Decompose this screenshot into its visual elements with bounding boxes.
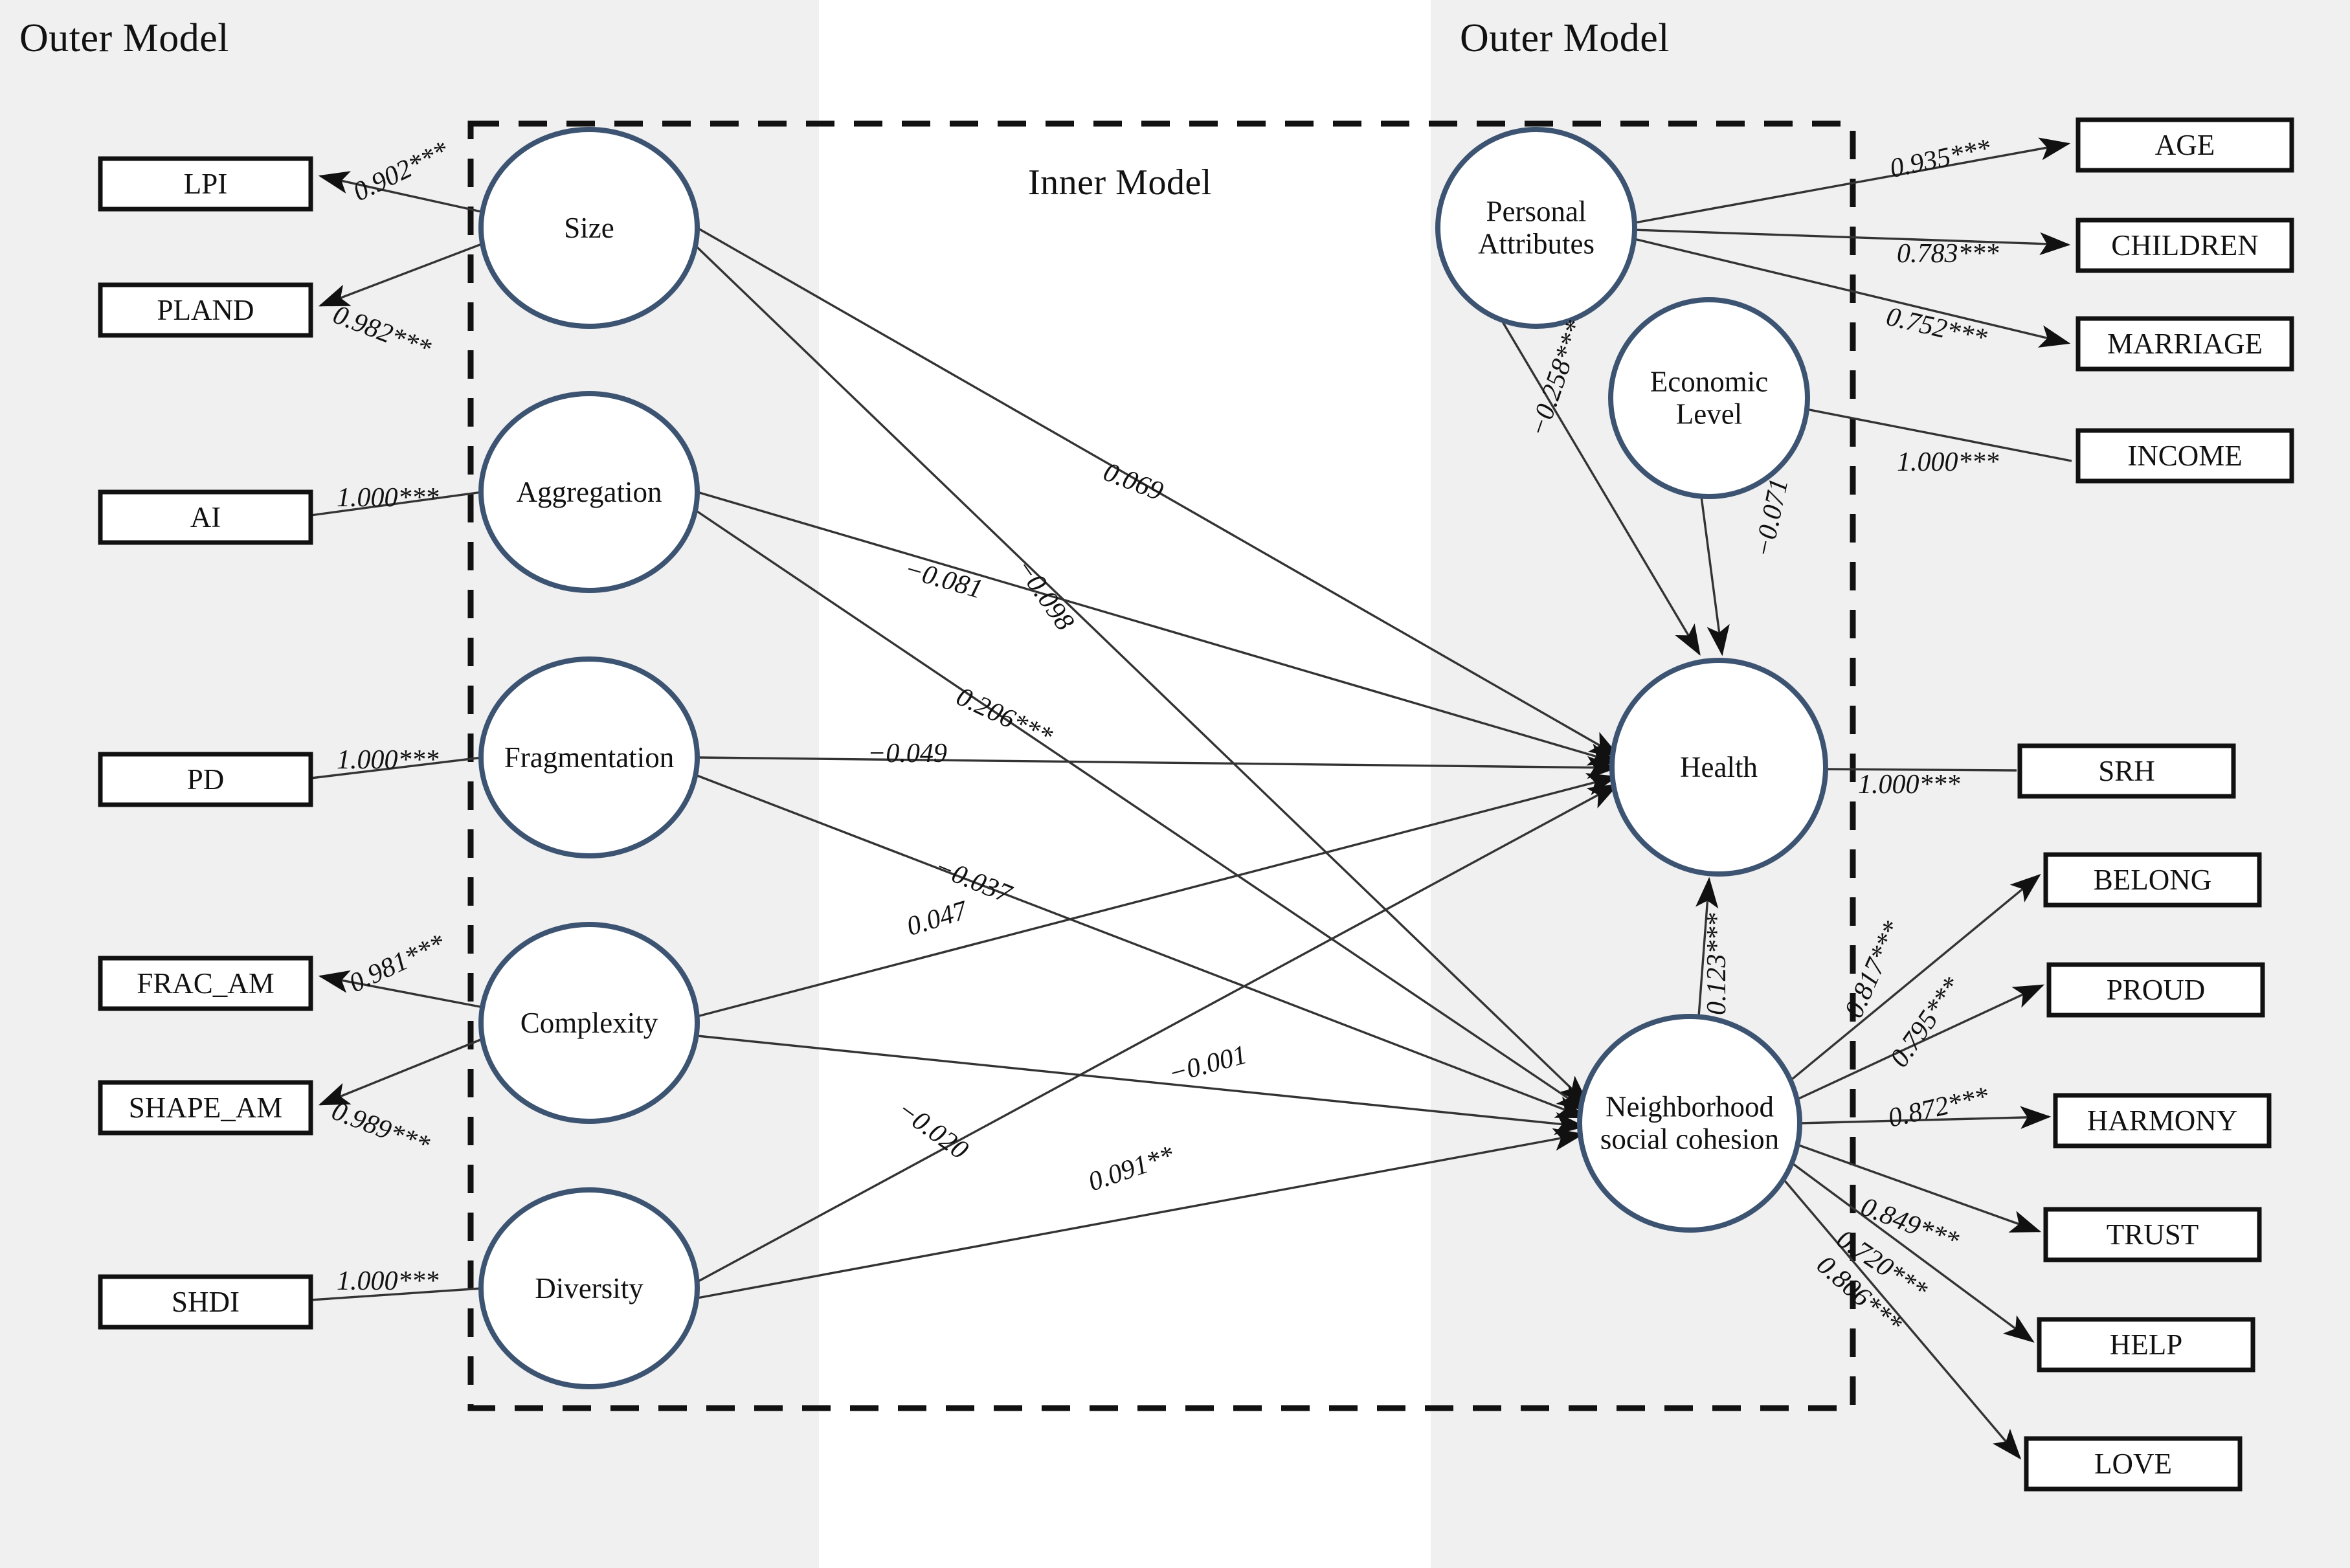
coefficient-c-children: 0.783*** <box>1897 239 1999 269</box>
coefficient-p-049: −0.049 <box>867 739 947 768</box>
inner-path-edges <box>696 227 1730 1299</box>
indicator-rectangles <box>98 117 2294 1492</box>
indicator-box-trust[interactable] <box>2043 1207 2262 1262</box>
latent-node-complexity[interactable] <box>478 922 700 1124</box>
indicator-box-age[interactable] <box>2076 117 2294 173</box>
coefficient-p-123: 0.123*** <box>1702 913 1732 1016</box>
indicator-box-lpi[interactable] <box>98 156 313 212</box>
latent-node-fragmentation[interactable] <box>478 656 700 858</box>
outer-loading-edges-left <box>310 171 491 1301</box>
latent-node-health[interactable] <box>1609 658 1828 877</box>
coefficient-c-shdi: 1.000*** <box>337 1266 439 1296</box>
indicator-box-belong[interactable] <box>2043 852 2262 908</box>
indicator-box-harmony[interactable] <box>2053 1093 2272 1148</box>
coefficient-c-pd: 1.000*** <box>337 745 439 775</box>
latent-node-ellipses <box>478 127 1828 1389</box>
latent-node-diversity[interactable] <box>478 1187 700 1389</box>
indicator-box-ai[interactable] <box>98 489 313 545</box>
latent-node-size[interactable] <box>478 127 700 329</box>
inner-model-boundary <box>467 120 1856 1411</box>
indicator-box-pland[interactable] <box>98 282 313 338</box>
indicator-box-proud[interactable] <box>2046 962 2265 1018</box>
inner-model-title: Inner Model <box>1028 162 1212 203</box>
outer-loading-edges-right <box>1631 137 2072 1460</box>
latent-node-cohesion[interactable] <box>1577 1014 1802 1233</box>
indicator-box-frac_am[interactable] <box>98 956 313 1011</box>
indicator-box-shape_am[interactable] <box>98 1080 313 1136</box>
latent-node-economic[interactable] <box>1608 297 1810 499</box>
latent-node-personal[interactable] <box>1435 127 1637 329</box>
coefficient-c-srh: 1.000*** <box>1858 770 1960 800</box>
outer-model-right-title: Outer Model <box>1460 16 1670 60</box>
latent-node-aggregation[interactable] <box>478 391 700 593</box>
indicator-box-love[interactable] <box>2024 1436 2243 1492</box>
indicator-box-children[interactable] <box>2076 218 2294 273</box>
indicator-box-marriage[interactable] <box>2076 316 2294 372</box>
coefficient-c-income: 1.000*** <box>1897 447 1999 477</box>
outer-model-left-title: Outer Model <box>19 16 230 60</box>
indicator-box-pd[interactable] <box>98 752 313 807</box>
coefficient-c-ai: 1.000*** <box>337 483 439 513</box>
indicator-box-income[interactable] <box>2076 428 2294 484</box>
indicator-box-srh[interactable] <box>2017 743 2236 799</box>
indicator-box-help[interactable] <box>2037 1317 2255 1372</box>
indicator-box-shdi[interactable] <box>98 1274 313 1330</box>
